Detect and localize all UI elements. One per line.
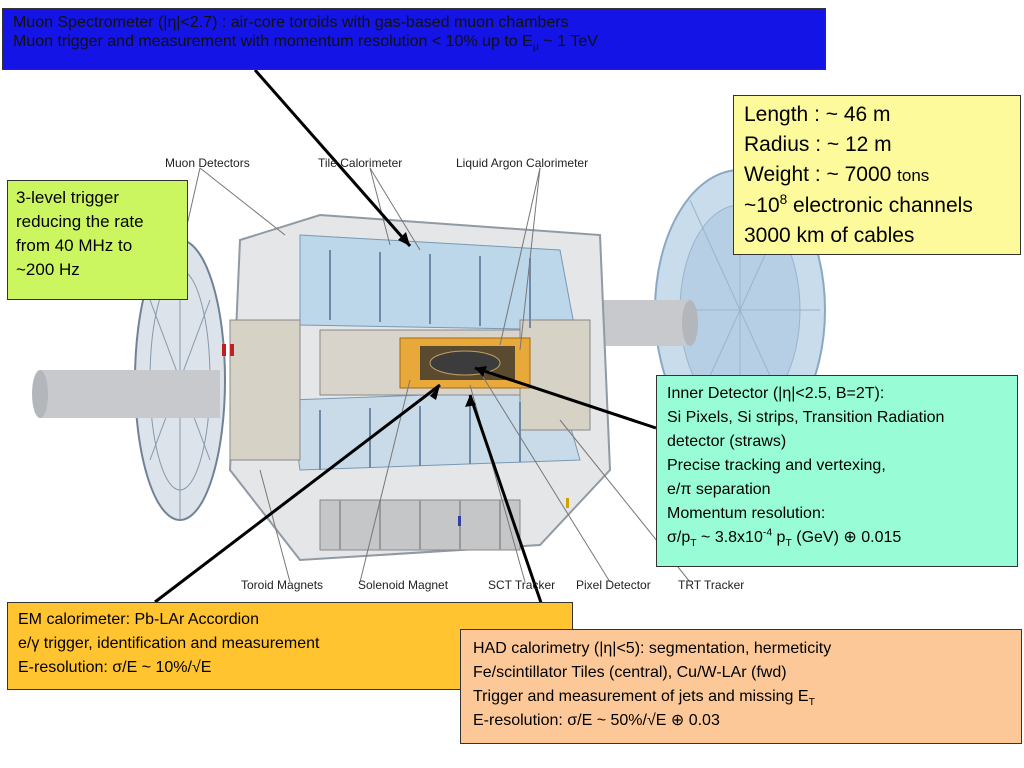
spec-weight: Weight : ~ 7000 tons	[744, 160, 1010, 191]
label-muon-detectors: Muon Detectors	[165, 156, 250, 170]
had-line-3: Trigger and measurement of jets and miss…	[473, 685, 1009, 709]
muon-line-2-text: Muon trigger and measurement with moment…	[13, 33, 533, 50]
had-calorimeter-box: HAD calorimetry (|η|<5): segmentation, h…	[460, 629, 1022, 744]
muon-line-2-sub: μ	[532, 42, 539, 54]
inner-line-7-b: ~ 3.8x10	[696, 529, 763, 546]
callout-pointer-lines	[154, 69, 657, 630]
spec-weight-unit: tons	[897, 166, 930, 185]
had-line-1: HAD calorimetry (|η|<5): segmentation, h…	[473, 640, 832, 657]
muon-line-2-post: ~ 1 TeV	[538, 33, 598, 50]
inner-line-7-a: σ/p	[667, 529, 691, 546]
label-toroid-magnets: Toroid Magnets	[241, 578, 324, 592]
had-line-4: E-resolution: σ/E ~ 50%/√E ⊕ 0.03	[473, 712, 720, 729]
inner-line-6: Momentum resolution:	[667, 505, 826, 522]
trigger-line-3: from 40 MHz to	[16, 236, 133, 255]
inner-line-7-sup: -4	[762, 527, 773, 539]
label-liquid-argon-calorimeter: Liquid Argon Calorimeter	[456, 156, 589, 170]
spec-channels-sup: 8	[779, 192, 788, 207]
inner-line-4: Precise tracking and vertexing,	[667, 457, 886, 474]
spec-weight-value: Weight : ~ 7000	[744, 163, 898, 186]
had-line-2: Fe/scintillator Tiles (central), Cu/W-LA…	[473, 664, 787, 681]
inner-detector-box: Inner Detector (|η|<2.5, B=2T): Si Pixel…	[656, 375, 1018, 567]
label-sct-tracker: SCT Tracker	[488, 578, 556, 592]
spec-cables: 3000 km of cables	[744, 224, 915, 247]
detector-specs-box: Length : ~ 46 m Radius : ~ 12 m Weight :…	[733, 95, 1021, 255]
people-figures	[222, 344, 569, 526]
inner-line-5: e/π separation	[667, 481, 771, 498]
inner-line-7-sub1: T	[690, 538, 697, 550]
em-line-3: E-resolution: σ/E ~ 10%/√E	[18, 659, 212, 676]
muon-line-2: Muon trigger and measurement with moment…	[13, 32, 815, 54]
spec-channels: ~108 electronic channels	[744, 191, 1010, 221]
label-solenoid-magnet: Solenoid Magnet	[358, 578, 449, 592]
em-line-2: e/γ trigger, identification and measurem…	[18, 635, 320, 652]
label-tile-calorimeter: Tile Calorimeter	[318, 156, 403, 170]
spec-radius: Radius : ~ 12 m	[744, 133, 892, 156]
trigger-box: 3-level trigger reducing the rate from 4…	[7, 180, 188, 300]
inner-line-7: σ/pT ~ 3.8x10-4 pT (GeV) ⊕ 0.015	[667, 526, 1007, 550]
central-calorimeter-core	[399, 337, 531, 389]
label-pixel-detector: Pixel Detector	[576, 578, 651, 592]
had-line-3-text: Trigger and measurement of jets and miss…	[473, 688, 809, 705]
em-line-1: EM calorimeter: Pb-LAr Accordion	[18, 611, 259, 628]
pointer-arrowheads	[398, 232, 487, 407]
inner-line-1: Inner Detector (|η|<2.5, B=2T):	[667, 385, 885, 402]
inner-line-3: detector (straws)	[667, 433, 787, 450]
inner-line-7-d: (GeV) ⊕ 0.015	[791, 529, 902, 546]
trigger-line-1: 3-level trigger	[16, 188, 119, 207]
spec-channels-pre: ~10	[744, 194, 780, 217]
inner-line-7-c: p	[772, 529, 786, 546]
trigger-line-2: reducing the rate	[16, 212, 144, 231]
spec-channels-post: electronic channels	[787, 194, 973, 217]
inner-line-7-sub2: T	[785, 538, 792, 550]
beam-pipe-left	[32, 370, 220, 418]
had-line-3-sub: T	[808, 697, 815, 709]
muon-line-1: Muon Spectrometer (|η|<2.7) : air-core t…	[13, 14, 569, 31]
trigger-line-4: ~200 Hz	[16, 260, 80, 279]
muon-spectrometer-box: Muon Spectrometer (|η|<2.7) : air-core t…	[2, 8, 826, 70]
label-trt-tracker: TRT Tracker	[678, 578, 745, 592]
spec-length: Length : ~ 46 m	[744, 103, 891, 126]
inner-line-2: Si Pixels, Si strips, Transition Radiati…	[667, 409, 945, 426]
